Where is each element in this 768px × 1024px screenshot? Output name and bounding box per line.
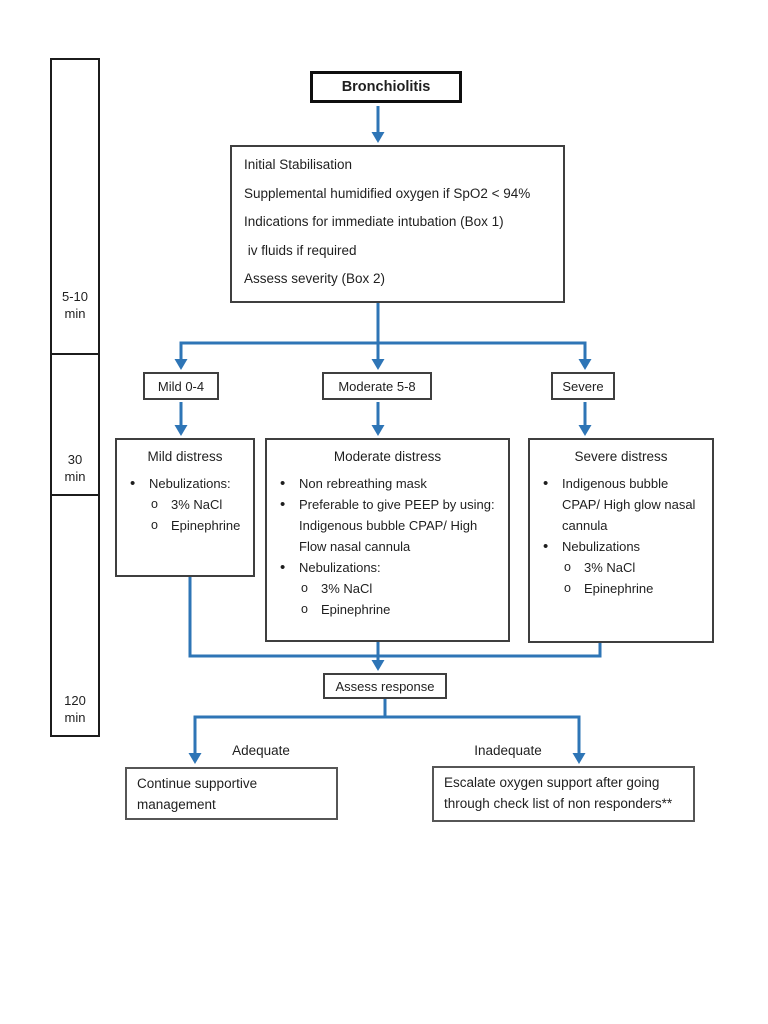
timeline-bar: 5-10 min 30 min 120 min: [50, 58, 100, 737]
timeline-segment-2: 30 min: [52, 353, 98, 494]
severity-label-text: Mild 0-4: [157, 378, 205, 394]
assess-response-box: Assess response: [323, 673, 447, 699]
arrowhead: [188, 753, 202, 764]
bullet-item: Non rebreathing mask: [275, 472, 502, 496]
treatment-title: Mild distress: [147, 449, 223, 464]
sub-text: 3% NaCl: [321, 581, 373, 597]
bullet-item: Nebulizations: [538, 535, 706, 559]
sub-text: Epinephrine: [171, 518, 241, 534]
severity-label-moderate: Moderate 5-8: [322, 372, 432, 400]
bullet-item: Indigenous bubble CPAP/ High glow nasal …: [538, 472, 706, 536]
bullet-text: Preferable to give PEEP by using: Indige…: [299, 497, 495, 555]
timeline-label: 30 min: [64, 451, 86, 485]
arrowhead: [371, 425, 385, 436]
sub-item: Epinephrine: [560, 578, 706, 599]
arrowhead: [578, 425, 592, 436]
bullet-item: Nebulizations:: [125, 472, 247, 496]
arrowhead: [572, 753, 586, 764]
treatment-title: Severe distress: [574, 449, 668, 464]
initial-line: Initial Stabilisation: [244, 157, 353, 172]
sub-text: Epinephrine: [584, 581, 654, 597]
treatment-bullets: Nebulizations: 3% NaCl Epinephrine: [117, 472, 253, 536]
severity-label-text: Moderate 5-8: [338, 378, 416, 394]
treatment-box-mild: Mild distress Nebulizations: 3% NaCl Epi…: [115, 438, 255, 577]
arrowhead: [174, 425, 188, 436]
outcome-text: Escalate oxygen support after going thro…: [444, 775, 673, 811]
sub-text: 3% NaCl: [171, 497, 223, 513]
sub-item: 3% NaCl: [147, 494, 247, 515]
timeline-segment-1: 5-10 min: [52, 60, 98, 353]
treatment-bullets: Non rebreathing mask Preferable to give …: [267, 472, 508, 620]
severity-label-mild: Mild 0-4: [143, 372, 219, 400]
outcome-label-inadequate: Inadequate: [474, 743, 542, 758]
arrowhead: [578, 359, 592, 370]
sub-item: 3% NaCl: [297, 578, 502, 599]
bullet-item: Preferable to give PEEP by using: Indige…: [275, 493, 502, 557]
treatment-bullets: Indigenous bubble CPAP/ High glow nasal …: [530, 472, 712, 599]
connector-converge-bar: [188, 577, 602, 658]
assess-response-label: Assess response: [335, 678, 435, 694]
outcome-box-adequate: Continue supportive management: [125, 767, 338, 820]
bullet-text: Indigenous bubble CPAP/ High glow nasal …: [562, 476, 696, 534]
outcome-text: Continue supportive management: [137, 776, 258, 812]
arrowhead: [371, 132, 385, 143]
sub-item: 3% NaCl: [560, 557, 706, 578]
timeline-label: 120 min: [64, 692, 86, 726]
sub-item: Epinephrine: [147, 515, 247, 536]
severity-label-severe: Severe: [551, 372, 615, 400]
initial-stabilisation-box: Initial Stabilisation Supplemental humid…: [230, 145, 565, 303]
treatment-box-severe: Severe distress Indigenous bubble CPAP/ …: [528, 438, 714, 643]
connector-outcome-bar: [193, 715, 581, 755]
initial-line: iv fluids if required: [244, 242, 357, 258]
timeline-label: 5-10 min: [61, 288, 89, 322]
sub-item: Epinephrine: [297, 599, 502, 620]
initial-line: Indications for immediate intubation (Bo…: [244, 214, 504, 230]
arrowhead: [174, 359, 188, 370]
bullet-text: Non rebreathing mask: [299, 476, 427, 491]
initial-line: Supplemental humidified oxygen if SpO2 <…: [244, 185, 531, 201]
severity-label-text: Severe: [562, 378, 604, 394]
timeline-segment-3: 120 min: [52, 494, 98, 735]
arrowhead: [371, 660, 385, 671]
sub-text: 3% NaCl: [584, 560, 636, 576]
outcome-label-adequate: Adequate: [232, 743, 290, 758]
bullet-text: Nebulizations:: [149, 476, 231, 491]
sub-text: Epinephrine: [321, 602, 391, 618]
bullet-text: Nebulizations:: [299, 560, 381, 576]
bullet-text: Nebulizations: [562, 539, 641, 555]
treatment-box-moderate: Moderate distress Non rebreathing mask P…: [265, 438, 510, 642]
treatment-title: Moderate distress: [333, 449, 442, 464]
initial-line: Assess severity (Box 2): [244, 271, 386, 287]
root-node-label: Bronchiolitis: [341, 79, 431, 95]
bullet-item: Nebulizations:: [275, 556, 502, 580]
root-node-bronchiolitis: Bronchiolitis: [310, 71, 462, 103]
connector-branch-bar: [179, 341, 587, 361]
outcome-box-inadequate: Escalate oxygen support after going thro…: [432, 766, 695, 822]
arrowhead: [371, 359, 385, 370]
